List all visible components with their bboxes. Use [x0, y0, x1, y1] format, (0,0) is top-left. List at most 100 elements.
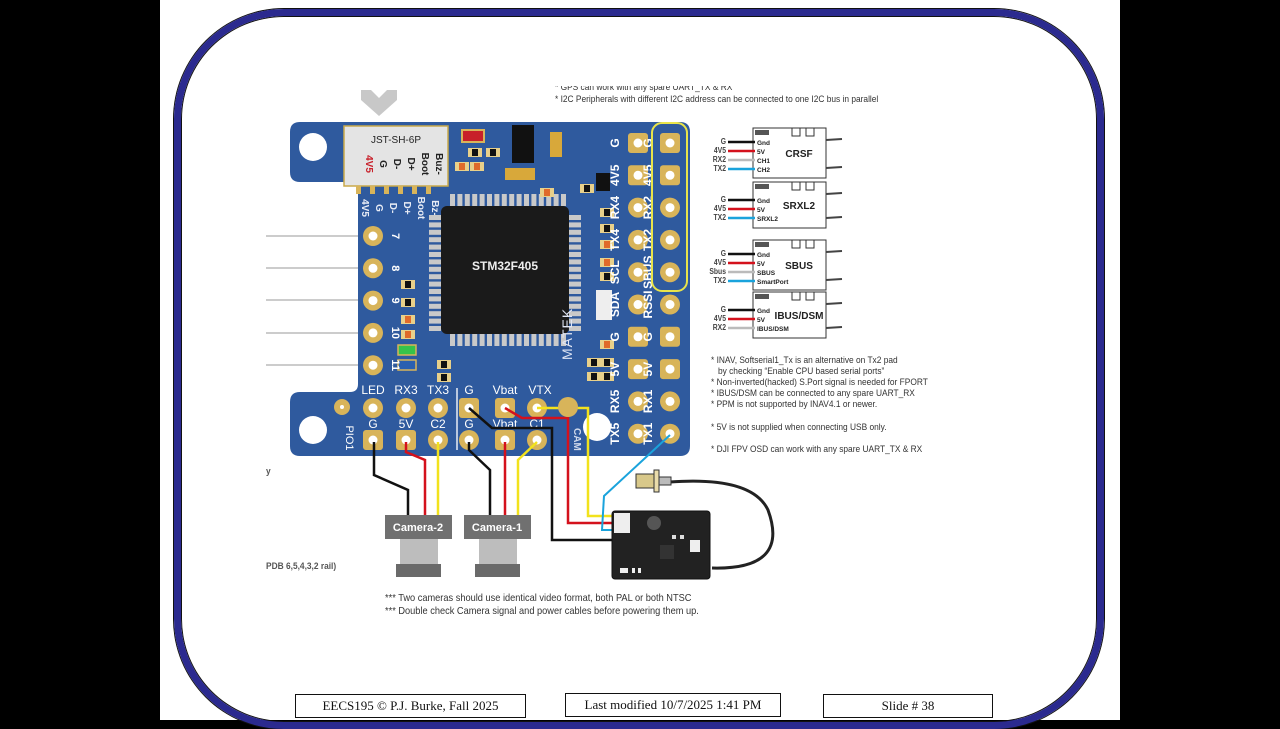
mcu-pin [546, 194, 552, 206]
rx-pads-highlight [651, 122, 688, 292]
mcu-pin [531, 194, 537, 206]
mcu-pins [429, 194, 581, 346]
bottom-top-label: Vbat [493, 383, 518, 397]
receiver-port [805, 291, 815, 301]
receiver-port [805, 181, 815, 191]
mcu-pin [457, 194, 463, 206]
smd-part-body [405, 316, 411, 323]
mcu-pin [479, 194, 485, 206]
smd-part-body [591, 373, 597, 380]
left-pad-label: 9 [389, 298, 401, 304]
jst-top-pin-label: D+ [401, 201, 412, 214]
camera-1-label: Camera-1 [472, 522, 522, 534]
receiver-wire-label: 4V5 [713, 204, 726, 213]
receiver-name: CRSF [785, 149, 812, 160]
footer-course: EECS195 © P.J. Burke, Fall 2025 [295, 694, 526, 718]
component-led-red [461, 129, 485, 143]
pad-hole [368, 231, 378, 241]
component-cap [550, 132, 562, 157]
receiver-pin-label: Gnd [757, 308, 770, 315]
jst-pin-label: Buz- [433, 153, 444, 175]
smd-part-body [459, 163, 465, 170]
receiver-pin-label: 5V [757, 261, 766, 268]
receiver-wire-label: G [720, 195, 726, 204]
mcu-pin [501, 334, 507, 346]
right-inner-pad-label: G [608, 138, 622, 147]
receiver-antenna [825, 216, 843, 219]
mcu-pin [429, 311, 441, 317]
mcu-pin [569, 252, 581, 257]
component-led-blue [397, 359, 417, 371]
receiver-name: SBUS [785, 261, 813, 272]
receiver-antenna [825, 326, 843, 329]
mcu-pin [524, 334, 529, 346]
right-note-1: * INAV, Softserial1_Tx is an alternative… [711, 355, 898, 366]
receiver-antenna [825, 278, 843, 281]
mcu-pin [429, 303, 441, 309]
right-pads: G4V5RX4TX4SCLSDAG5VRX5TX5G4V5RX2TX2SBUSR… [608, 133, 680, 445]
mcu-pin [429, 318, 441, 324]
mcu-pin [569, 326, 581, 331]
right-note-3: * Non-inverted(hacked) S.Port signal is … [711, 377, 928, 388]
mcu-pin [464, 194, 470, 206]
left-cut-text-2: PDB 6,5,4,3,2 rail) [266, 561, 337, 572]
bottom-top-label: LED [361, 383, 385, 397]
pad-hole [401, 403, 411, 413]
mcu-pin [464, 334, 470, 346]
receiver-wire-label: TX2 [713, 213, 726, 222]
jst-pin-label: D+ [405, 157, 416, 170]
right-inner-pad-label: 4V5 [608, 164, 622, 186]
mcu-pin [509, 194, 515, 206]
jst-pin [370, 186, 375, 194]
right-outer-pad-label: G [641, 332, 655, 341]
smd-part-body [604, 225, 610, 232]
receiver-wire-label: 4V5 [713, 258, 726, 267]
mcu-pin [429, 274, 441, 280]
right-note-7: * DJI FPV OSD can work with any spare UA… [711, 444, 923, 455]
bottom-bottom-label: C2 [430, 417, 446, 431]
right-outer-pad-label: 5V [641, 362, 655, 377]
mcu-pin [569, 318, 581, 324]
receiver-name: IBUS/DSM [775, 311, 824, 322]
mcu-pin [546, 334, 552, 346]
mcu-pin [569, 311, 581, 317]
receiver-port [791, 127, 801, 137]
smd-part-body [405, 331, 411, 338]
bottom-note-1: *** Two cameras should use identical vid… [385, 592, 692, 604]
receiver-pin-label: CH2 [757, 167, 770, 174]
pad-hole [368, 263, 378, 273]
jst-pin-label: Boot [419, 153, 430, 176]
antenna-cable [669, 479, 775, 570]
mcu-pin [450, 194, 455, 206]
mcu-pin [472, 194, 478, 206]
mount-hole [299, 416, 327, 444]
jst-top-pin-label: Boot [415, 197, 426, 220]
bottom-bottom-label: G [368, 417, 377, 431]
mcu-pin [429, 222, 441, 228]
receiver-header [755, 294, 769, 299]
right-inner-pad-label: 5V [608, 362, 622, 377]
pad-hole [665, 267, 675, 277]
right-inner-pad-label: RX4 [608, 196, 622, 220]
mcu-pin [429, 281, 441, 287]
mcu-pin [569, 281, 581, 287]
jst-label: JST-SH-6P [371, 135, 421, 146]
receiver-pin-label: 5V [757, 207, 766, 214]
mcu-pin [569, 237, 581, 243]
receiver-port [791, 181, 801, 191]
jst-pin [426, 186, 431, 194]
jst-pin-label: 4V5 [363, 155, 374, 173]
mcu-pin [553, 334, 559, 346]
mcu-pin [494, 334, 500, 346]
mcu-pin [509, 334, 515, 346]
mcu-pin [429, 326, 441, 331]
mcu-chip [441, 206, 569, 334]
pad-hole [633, 267, 643, 277]
cam-pad [558, 397, 578, 417]
right-outer-pad-label: G [641, 138, 655, 147]
receiver-antenna [825, 302, 843, 305]
smd-part-body [405, 281, 411, 288]
